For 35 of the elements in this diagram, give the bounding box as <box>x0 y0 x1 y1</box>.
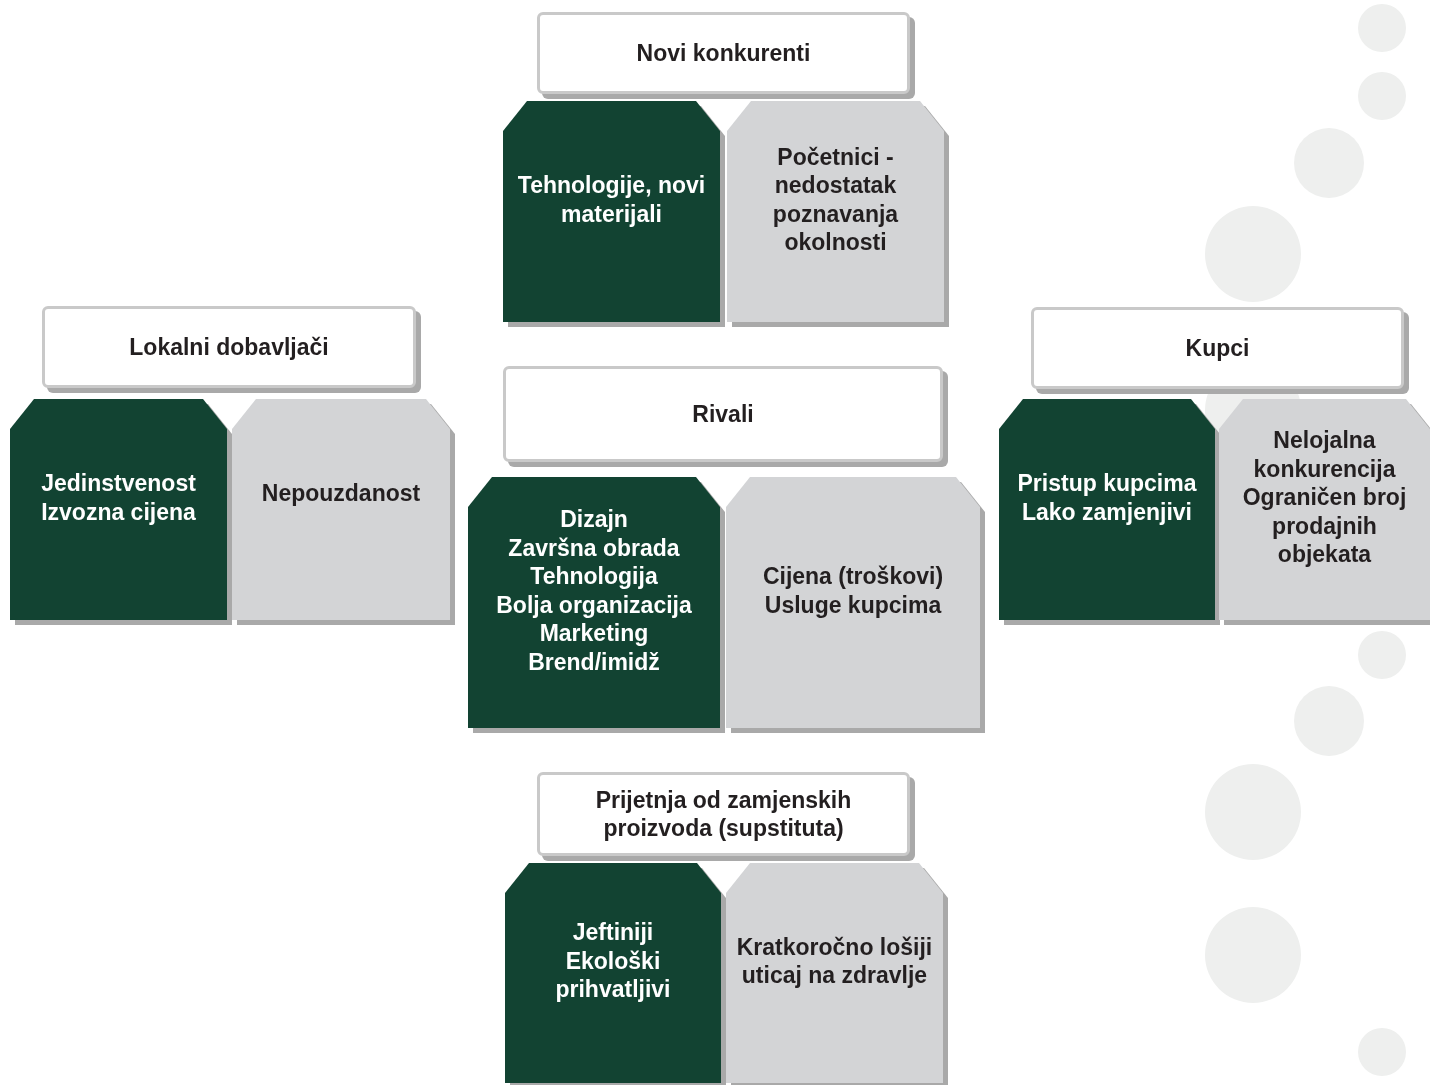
strength-panel <box>505 863 721 1083</box>
factor-text: Bolja organizacija <box>496 590 692 619</box>
category-title: Prijetnja od zamjenskih proizvoda (supstituta) <box>594 785 853 843</box>
category-title: Rivali <box>692 399 754 429</box>
factor-text: Kratkoročno lošiji uticaj na zdravlje <box>735 932 934 990</box>
factor-text: Dizajn <box>560 505 628 534</box>
factor-text: Marketing <box>539 619 649 648</box>
weakness-panel <box>1219 399 1430 620</box>
strength-panel <box>999 399 1215 620</box>
factor-text: Nepouzdanost <box>261 479 421 508</box>
factor-text: Ekološki prihvatljivi <box>554 946 672 1004</box>
factor-text: Izvozna cijena <box>41 497 196 526</box>
factor-text: Pristup kupcima <box>1017 469 1197 498</box>
factor-text: Završna obrada <box>508 533 680 562</box>
factor-text: Brend/imidž <box>528 647 660 676</box>
strength-panel <box>468 477 720 728</box>
factor-text: Tehnologije, novi materijali <box>516 171 707 228</box>
category-title: Novi konkurenti <box>636 38 811 68</box>
strength-panel <box>503 101 720 322</box>
factor-text: Jedinstvenost <box>41 469 196 498</box>
factor-text: Početnici - nedostatak poznavanja okolnosti <box>771 142 900 257</box>
category-title: Kupci <box>1185 333 1250 363</box>
factor-text: Cijena (troškovi) <box>762 562 944 591</box>
weakness-panel <box>727 101 944 322</box>
factor-text: Nelojalna konkurencija <box>1252 426 1397 484</box>
weakness-panel <box>726 863 943 1083</box>
strength-panel <box>10 399 227 620</box>
weakness-panel <box>726 477 980 728</box>
weakness-panel <box>232 399 450 620</box>
factor-text: Tehnologija <box>530 562 658 591</box>
category-title: Lokalni dobavljači <box>129 332 329 362</box>
factor-text: Jeftiniji <box>572 918 654 947</box>
factor-text: Usluge kupcima <box>764 590 942 619</box>
factor-text: Ograničen broj prodajnih objekata <box>1241 483 1408 569</box>
factor-text: Lako zamjenjivi <box>1022 497 1192 526</box>
